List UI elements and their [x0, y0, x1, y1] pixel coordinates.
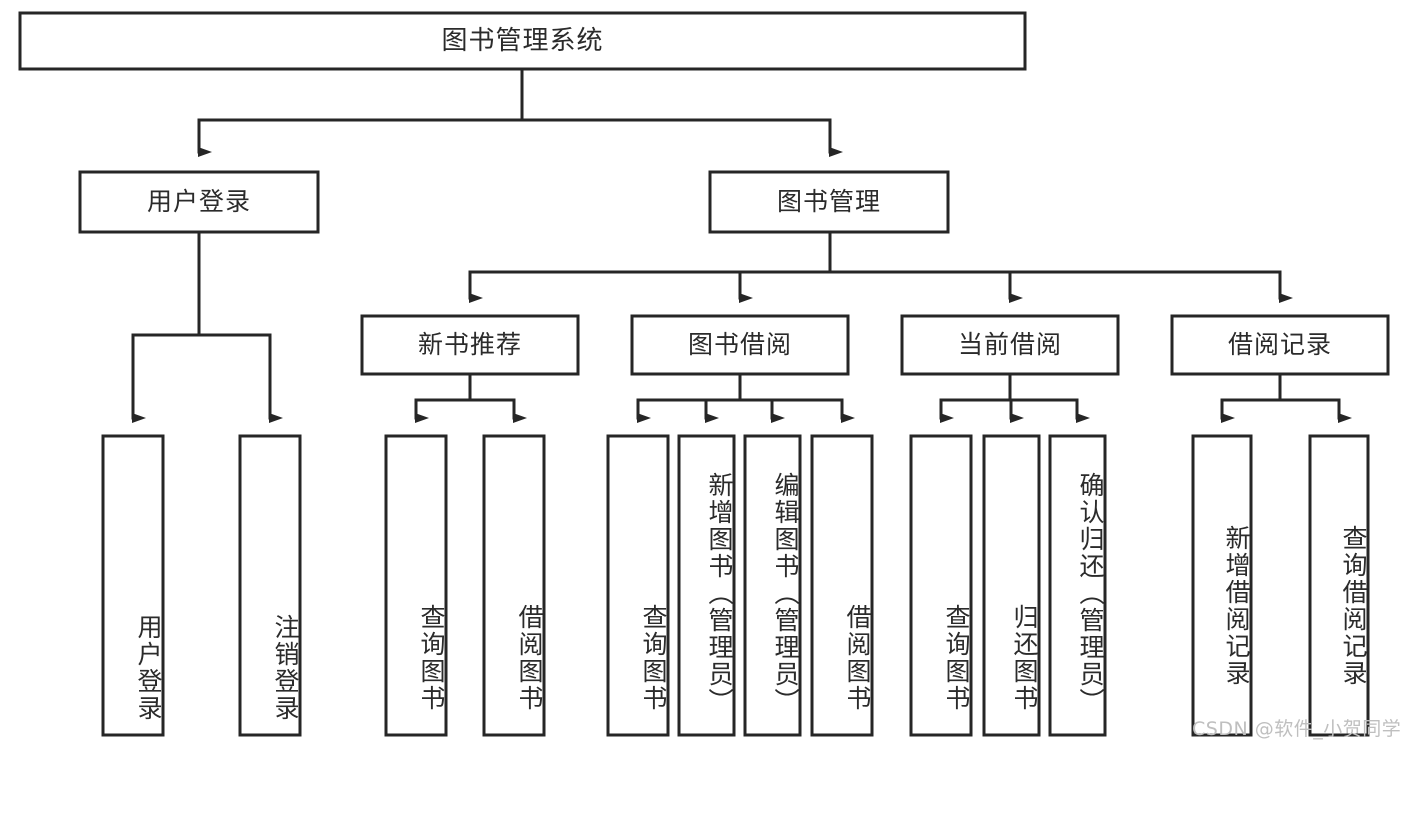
connector-borrow-record-to-leaves	[1220, 372, 1352, 423]
leaf-box-borrow-book[interactable]	[810, 434, 874, 737]
node-box-book-manage[interactable]	[708, 170, 950, 234]
flowchart-canvas: 图书管理系统 用户登录 图书管理 新书推荐 图书借阅 当前借阅 借阅记录 用户登…	[18, 11, 1402, 740]
leaf-box-add-book[interactable]	[677, 434, 736, 737]
leaf-box-confirm-return[interactable]	[1048, 434, 1107, 737]
node-box-user-login[interactable]	[78, 170, 320, 234]
leaf-box-query-book-current[interactable]	[909, 434, 973, 737]
node-box-current-borrow[interactable]	[900, 314, 1120, 376]
connector-root-to-level2	[197, 67, 843, 157]
leaf-box-return-book[interactable]	[982, 434, 1041, 737]
connector-new-book-recommend-to-leaves	[414, 372, 527, 423]
csdn-watermark: CSDN @软件_小贺同学	[1192, 718, 1402, 740]
connector-book-manage-to-level3	[468, 230, 1293, 303]
leaf-box-logout[interactable]	[238, 434, 302, 737]
connector-book-borrow-to-leaves	[636, 372, 855, 423]
leaf-box-user-login[interactable]	[101, 434, 165, 737]
connector-current-borrow-to-leaves	[939, 372, 1090, 423]
leaf-box-add-record[interactable]	[1191, 434, 1253, 737]
node-box-root[interactable]	[18, 11, 1027, 71]
leaf-box-query-book-borrow[interactable]	[606, 434, 670, 737]
leaf-box-borrow-book-rec[interactable]	[482, 434, 546, 737]
node-box-new-book-recommend[interactable]	[360, 314, 580, 376]
leaf-box-query-record[interactable]	[1308, 434, 1370, 737]
flowchart-svg	[18, 11, 1390, 737]
leaf-box-query-book-rec[interactable]	[384, 434, 448, 737]
leaf-box-edit-book[interactable]	[743, 434, 802, 737]
node-box-borrow-record[interactable]	[1170, 314, 1390, 376]
node-box-book-borrow[interactable]	[630, 314, 850, 376]
connector-user-login-to-leaves	[131, 230, 283, 423]
